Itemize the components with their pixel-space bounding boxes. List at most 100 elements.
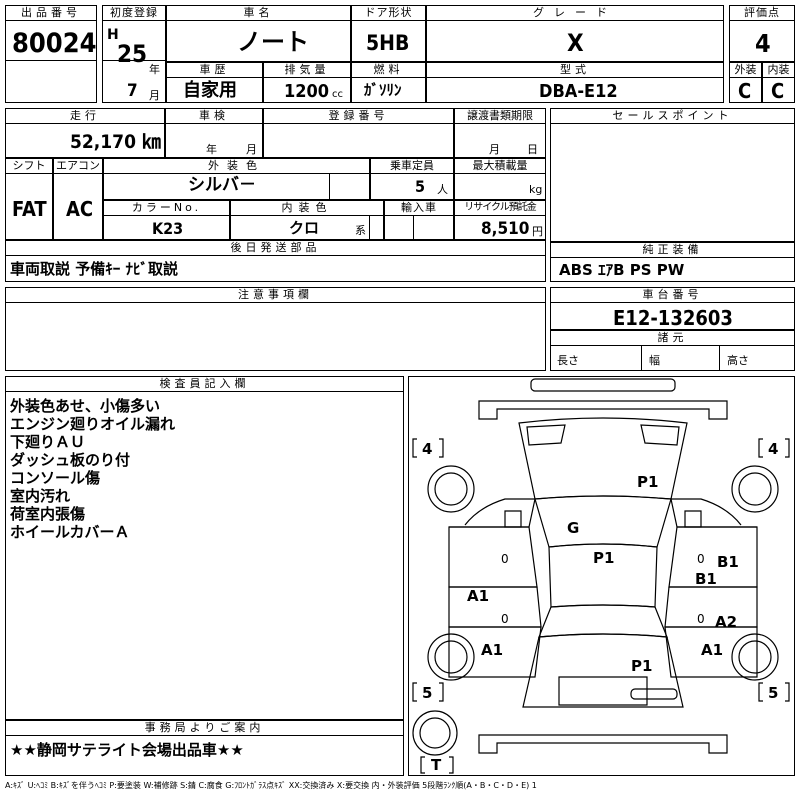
aircon: AC [66,197,94,221]
fuel-label: 燃料 [351,62,426,78]
capacity-label: 乗車定員 [370,158,454,174]
right-rear-door-shape [664,586,758,628]
first-reg-divider [102,60,166,61]
history-label: 車歴 [166,62,263,78]
left-rear-door-zero: 0 [501,612,509,626]
remark-line: エンジン廻りオイル漏れ [10,415,176,433]
interior-score: C [771,79,785,103]
year: 25 [117,40,148,68]
car-name-label: 車名 [166,5,351,21]
transfer-day-unit: 日 [527,143,538,156]
lot-blank-cell [5,60,97,103]
dimensions-cell: 諸元 長さ 幅 高さ [550,330,795,371]
left-headlight-shape [526,424,566,446]
later-parts-label: 後日発送部品 [5,240,546,256]
interior-color: クロ [289,219,320,237]
left-front-fender-shape [449,498,536,528]
damage-diagram: 4 4 5 5 T P1 G P1 B1 B1 A2 A1 A1 A1 P1 0… [408,376,795,776]
fl-bracket-right [439,438,444,458]
left-rear-fender-shape [448,626,542,678]
genuine-equipment-text: ABS ｴｱB PS PW [559,261,685,279]
rl-bracket-left [412,682,417,702]
shift: FAT [12,197,47,221]
remark-line: 室内汚れ [10,487,71,505]
front-outline-shape [478,400,728,420]
import-label: 輸入車 [384,200,454,216]
spare-bracket-right [449,756,454,774]
grade: X [567,29,584,57]
right-headlight-shape [640,424,680,446]
right-rear-fender-shape [664,626,758,678]
era: H [107,27,119,43]
hood-shape [518,417,688,500]
recycle-unit: 円 [532,225,543,238]
load-cell: 最大積載量 kg [454,158,546,200]
rear-right-tire-score: 5 [768,684,778,702]
recycle-cell: リサイクル預託金 8,510 円 [454,200,546,240]
interior-score-cell: 内装 C [762,62,795,103]
displacement-cell: 排気量 1200 cc [263,62,351,103]
color-no-label: カラーNo. [103,200,230,216]
later-parts-cell: 後日発送部品 車両取説 予備ｷｰ ﾅﾋﾞ取説 [5,240,546,282]
load-unit: kg [529,183,543,196]
right-rear-fender-mark: A1 [701,641,723,659]
reg-number-cell: 登録番号 [263,108,454,158]
displacement-unit: cc [332,89,343,100]
mileage: 52,170 ㎞ [70,131,161,153]
remark-line: 荷室内張傷 [10,505,86,523]
genuine-equipment-label: 純正装備 [550,242,795,258]
inspection-label: 車検 [165,108,263,124]
dimensions-label: 諸元 [550,330,795,346]
right-front-door-zero: 0 [697,552,705,566]
remark-line: 外装色あせ、小傷多い [10,397,161,415]
transfer-label: 譲渡書類期限 [454,108,546,124]
left-mirror-shape [504,510,522,528]
score-cell: 評価点 4 [729,5,795,62]
right-front-fender-shape [670,498,757,528]
dimension-divider-1 [641,346,642,371]
dimension-divider-2 [719,346,720,371]
rear-outline-shape [478,734,728,754]
load-label: 最大積載量 [454,158,546,174]
rl-bracket-right [439,682,444,702]
dimension-height-label: 高さ [727,354,749,367]
score: 4 [755,29,771,58]
car-name: ノート [237,28,309,56]
chassis-number: E12-132603 [613,306,733,330]
front-bumper-shape [530,378,676,392]
left-front-door-shape [448,526,538,588]
remark-line: ダッシュ板のり付 [10,451,131,469]
exterior-score-cell: 外装 C [729,62,762,103]
inspection-cell: 車検 年 月 [165,108,263,158]
legend-text: A:ｷｽﾞ U:ﾍｺﾐ B:ｷｽﾞを伴うﾍｺﾐ P:要塗装 W:補修跡 S:錆 … [5,781,537,790]
front-left-wheel-hub-shape [434,472,468,506]
spare-wheel-hub-shape [419,717,451,749]
notes-cell: 注意事項欄 [5,287,546,371]
door-label: ドア形状 [351,5,426,21]
exterior-color-divider [329,174,330,200]
rear-right-wheel-shape [731,633,779,681]
car-name-cell: 車名 ノート [166,5,351,62]
displacement: 1200 [284,81,330,102]
spare-tire-mark: T [431,756,442,774]
dimension-width-label: 幅 [649,354,660,367]
genuine-equipment-cell: 純正装備 ABS ｴｱB PS PW [550,242,795,282]
rr-bracket-left [758,682,763,702]
spare-bracket-left [420,756,425,774]
door-type: 5HB [366,31,410,55]
trunk-shape [522,633,684,708]
sales-points-cell: セールスポイント [550,108,795,242]
office-label: 事務局よりご案内 [5,720,404,736]
interior-color-label: 内装色 [230,200,384,216]
fr-bracket-right [785,438,790,458]
right-rear-door-lower-mark: A2 [715,613,737,631]
rear-left-wheel-hub-shape [434,640,468,674]
recycle: 8,510 [481,219,530,239]
remark-line: コンソール傷 [10,469,101,487]
office-cell: 事務局よりご案内 ★★静岡サテライト会場出品車★★ [5,720,404,776]
recycle-label: リサイクル預託金 [454,200,546,216]
rear-plate-shape [630,688,678,700]
history: 自家用 [183,80,237,101]
shift-label: シフト [5,158,53,174]
